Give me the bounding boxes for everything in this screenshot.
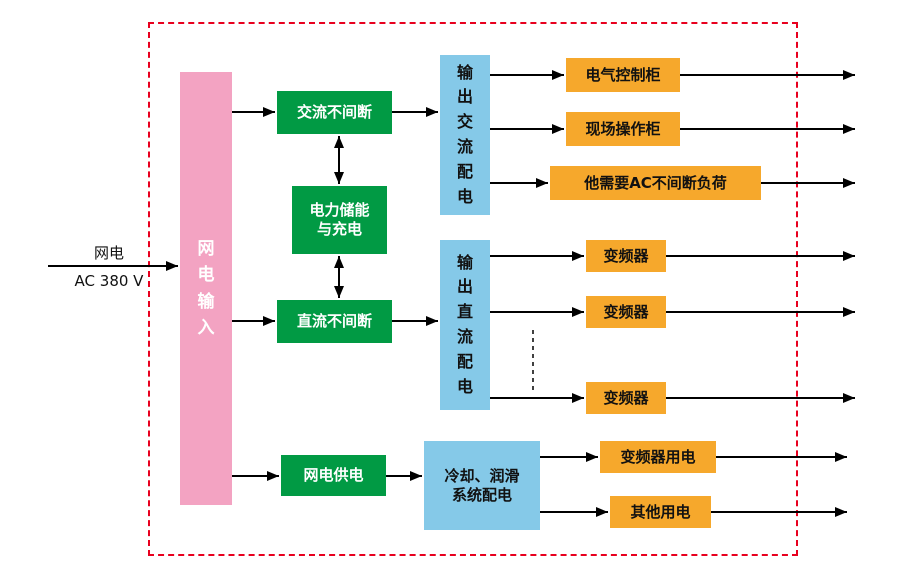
node-dc-uninterrupted: 直流不间断 — [277, 300, 392, 343]
node-vfd-1: 变频器 — [586, 240, 666, 272]
node-dc-output-distribution: 输出直流配电 — [440, 240, 490, 410]
node-grid-input: 网电输入 — [180, 72, 232, 505]
node-cooling-lubrication-distribution: 冷却、润滑 系统配电 — [424, 441, 540, 530]
node-ac-output-distribution: 输出交流配电 — [440, 55, 490, 215]
node-grid-supply: 网电供电 — [281, 455, 386, 496]
node-vfd-power: 变频器用电 — [600, 441, 716, 473]
node-vfd-3: 变频器 — [586, 382, 666, 414]
node-field-operation-cabinet: 现场操作柜 — [566, 112, 680, 146]
node-other-power: 其他用电 — [610, 496, 711, 528]
node-ac-uninterrupted-load: 他需要AC不间断负荷 — [550, 166, 761, 200]
mains-voltage-label: AC 380 V — [74, 272, 144, 290]
node-energy-storage: 电力储能 与充电 — [292, 186, 387, 254]
system-boundary-dashed-frame — [148, 22, 798, 556]
mains-input-label: 网电 — [93, 244, 124, 262]
node-vfd-2: 变频器 — [586, 296, 666, 328]
node-electric-control-cabinet: 电气控制柜 — [566, 58, 680, 92]
node-ac-uninterrupted: 交流不间断 — [277, 91, 392, 134]
